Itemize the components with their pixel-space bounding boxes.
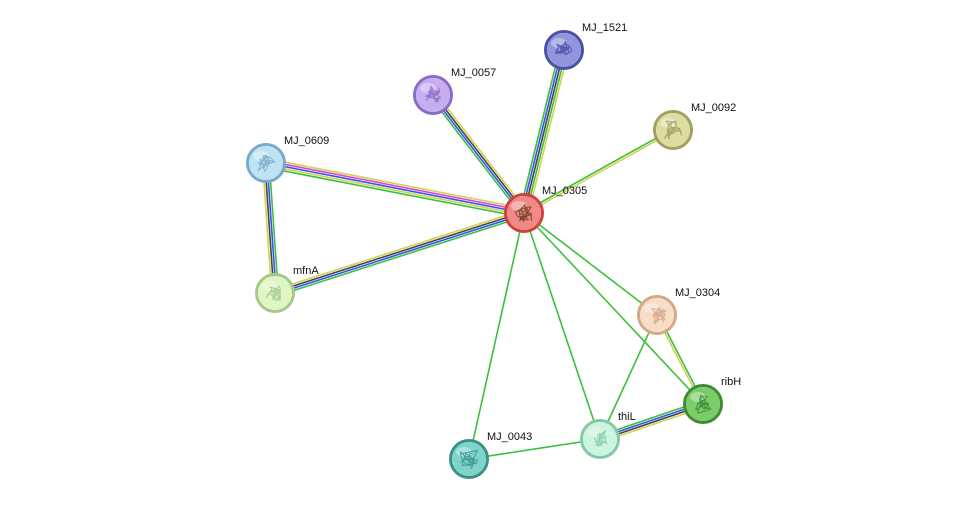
edge-MJ_0305-MJ_0609[interactable] [265,157,525,219]
node-ring [637,295,677,335]
node-highlight [690,392,706,402]
protein-structure-icon [593,430,608,447]
protein-structure-icon [514,204,533,224]
protein-structure-icon [425,85,441,104]
edge-MJ_0305-MJ_0057[interactable] [429,92,528,216]
protein-structure-icon [265,285,282,301]
edge-evidence-line [523,212,704,405]
protein-structure-icon [257,154,277,173]
node-thiL[interactable]: thiL [580,411,636,459]
edge-MJ_0305-MJ_0304[interactable] [523,212,658,316]
protein-structure-icon [459,449,479,470]
node-MJ_0609[interactable]: MJ_0609 [246,135,330,183]
node-highlight [644,303,660,313]
node-MJ_0304[interactable]: MJ_0304 [637,287,721,335]
edge-MJ_0305-mfnA[interactable] [273,209,526,297]
edge-evidence-line [275,215,526,297]
edge-evidence-line [524,130,674,215]
protein-structure-icon [663,120,682,140]
edge-MJ_0305-MJ_0092[interactable] [523,128,674,215]
edges-layer [261,48,705,460]
edge-evidence-line [518,48,561,213]
protein-structure-icon [650,306,667,325]
edge-evidence-line [266,160,525,212]
edge-evidence-line [429,96,523,216]
edge-evidence-line [523,212,601,440]
edge-evidence-line [521,49,563,213]
edge-evidence-line [261,163,273,294]
edge-evidence-line [264,163,275,294]
node-ring [653,110,693,150]
edge-evidence-line [433,93,526,213]
edge-thiL-MJ_0043[interactable] [468,438,601,460]
node-ring [449,439,489,479]
node-ring [246,143,286,183]
edge-evidence-line [523,49,565,214]
node-label: MJ_0043 [487,431,532,443]
node-ring [683,384,723,424]
edge-evidence-line [266,162,277,293]
node-MJ_0092[interactable]: MJ_0092 [653,102,737,150]
node-ring [255,273,295,313]
edge-evidence-line [265,162,525,214]
node-MJ_0305[interactable]: MJ_0305 [504,185,588,233]
protein-structure-icon [554,40,573,55]
node-MJ_0043[interactable]: MJ_0043 [449,431,533,479]
edge-evidence-line [268,162,280,293]
node-circle [507,196,541,230]
node-label: thiL [618,411,636,423]
edge-evidence-line [273,209,524,291]
node-label: MJ_1521 [582,22,627,34]
node-label: MJ_0057 [451,67,496,79]
node-ring [413,75,453,115]
protein-structure-icon [695,394,713,414]
edge-evidence-line [275,213,525,295]
edge-evidence-line [431,95,524,215]
node-ring [504,193,544,233]
edge-evidence-line [523,212,658,316]
node-highlight [551,38,567,48]
edge-evidence-line [599,314,658,440]
node-ring [580,419,620,459]
edge-evidence-line [527,50,570,215]
node-label: MJ_0092 [691,102,736,114]
node-label: MJ_0609 [284,135,329,147]
edge-evidence-line [265,166,524,219]
node-label: MJ_0305 [542,185,587,197]
node-label: ribH [721,376,741,388]
node-ribH[interactable]: ribH [683,376,742,424]
edge-MJ_0304-thiL[interactable] [599,314,658,440]
edge-MJ_0305-thiL[interactable] [523,212,601,440]
node-label: mfnA [293,265,319,277]
edge-evidence-line [434,92,528,212]
edge-evidence-line [523,128,673,213]
edge-evidence-line [468,212,525,460]
edge-evidence-line [468,438,601,460]
edge-evidence-line [525,50,567,214]
edge-evidence-line [265,164,524,216]
edge-MJ_0305-ribH[interactable] [523,212,704,405]
node-mfnA[interactable]: mfnA [255,265,320,313]
node-MJ_0057[interactable]: MJ_0057 [413,67,497,115]
edge-evidence-line [274,211,524,293]
edge-MJ_0305-MJ_1521[interactable] [518,48,570,215]
edge-evidence-line [266,157,525,210]
edge-MJ_0609-mfnA[interactable] [261,162,280,294]
edge-MJ_0305-MJ_0043[interactable] [468,212,525,460]
node-ring [544,30,584,70]
node-MJ_1521[interactable]: MJ_1521 [544,22,628,70]
node-label: MJ_0304 [675,287,720,299]
